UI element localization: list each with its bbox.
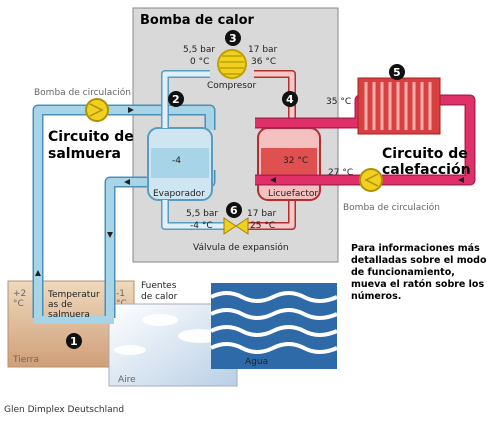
- marker-5[interactable]: 5: [389, 64, 405, 80]
- marker-6[interactable]: 6: [226, 202, 242, 218]
- sources-label-line1: Fuentes: [141, 281, 177, 291]
- ground-loop-pipe: [34, 316, 114, 324]
- brine-pump: [85, 98, 109, 122]
- heating-circuit-title-line1: Circuito de: [382, 146, 468, 162]
- ground-label: Tierra: [12, 355, 39, 365]
- svg-text:6: 6: [230, 204, 238, 217]
- floor-heating-coil-lines: [364, 82, 432, 130]
- compressor-in-pressure: 5,5 bar: [183, 45, 215, 55]
- refrigerant-pipe-hot-fill: [246, 71, 295, 229]
- flow-arrow-right: [128, 107, 134, 113]
- heating-pump-label: Bomba de circulación: [343, 202, 440, 213]
- valve-out-pressure: 5,5 bar: [186, 209, 218, 219]
- flow-arrow-down: [107, 232, 113, 238]
- evaporator-label: Evaporador: [153, 189, 205, 199]
- brine-temp-line1: Temperatur: [47, 290, 100, 300]
- compressor-out-temp: 36 °C: [251, 57, 276, 67]
- svg-text:3: 3: [229, 32, 237, 45]
- flow-arrow-left-heating-2: [270, 177, 276, 183]
- sources-label-line2: de calor: [141, 292, 178, 302]
- ground-temp-out-value: -1: [116, 289, 125, 299]
- water-waves: [210, 291, 338, 354]
- condenser-temp: 32 °C: [283, 156, 308, 166]
- water-label: Agua: [245, 357, 268, 367]
- brine-pump-label: Bomba de circulación: [34, 87, 131, 98]
- compressor-out-pressure: 17 bar: [248, 45, 278, 55]
- refrigerant-pipe-cold-fill: [162, 71, 226, 229]
- air-label: Aire: [118, 375, 136, 385]
- brine-temp-line3: salmuera: [48, 310, 90, 320]
- valve-in-pressure: 17 bar: [247, 209, 277, 219]
- svg-text:5: 5: [393, 66, 401, 79]
- heating-circuit-title-line2: calefacción: [382, 162, 471, 178]
- marker-3[interactable]: 3: [225, 30, 241, 46]
- flow-arrow-left-brine: [124, 179, 130, 185]
- heating-return-temp: 27 °C: [328, 168, 353, 178]
- svg-text:1: 1: [70, 335, 78, 348]
- heating-supply-temp: 35 °C: [326, 97, 351, 107]
- brine-temp-line2: as de: [48, 300, 73, 310]
- ground-temp-in-value: +2: [13, 289, 26, 299]
- evaporator-temp: -4: [172, 156, 181, 166]
- info-note: Para informaciones más detalladas sobre …: [351, 243, 487, 302]
- valve-out-temp: -4 °C: [190, 221, 213, 231]
- marker-1[interactable]: 1: [66, 333, 82, 349]
- marker-4[interactable]: 4: [282, 91, 298, 107]
- svg-text:2: 2: [172, 93, 180, 106]
- ground-temp-in-unit: °C: [13, 299, 24, 309]
- heat-pump-title: Bomba de calor: [140, 13, 255, 28]
- credit: Glen Dimplex Deutschland: [4, 405, 125, 415]
- flow-arrow-left-heating: [458, 177, 464, 183]
- condenser-label: Licuefactor: [268, 189, 318, 199]
- compressor: [217, 49, 247, 79]
- marker-2[interactable]: 2: [168, 91, 184, 107]
- expansion-valve-label: Válvula de expansión: [193, 242, 289, 253]
- brine-circuit-title-line2: salmuera: [48, 146, 121, 162]
- heating-pump: [359, 168, 383, 192]
- brine-circuit-title-line1: Circuito de: [48, 129, 134, 145]
- flow-arrow-up: [35, 270, 41, 276]
- expansion-valve: [223, 217, 249, 235]
- valve-in-temp: 25 °C: [250, 221, 275, 231]
- compressor-in-temp: 0 °C: [190, 57, 209, 67]
- compressor-label: Compresor: [207, 81, 257, 91]
- svg-text:4: 4: [286, 93, 294, 106]
